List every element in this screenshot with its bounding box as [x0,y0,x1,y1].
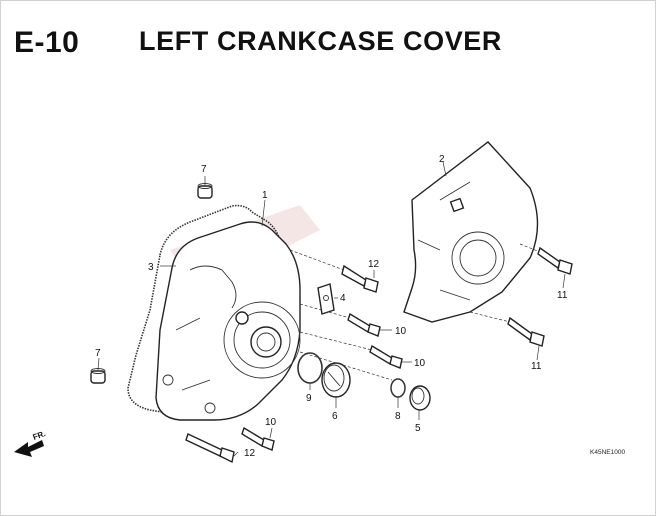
callout-8: 8 [395,411,401,422]
bolt-11-lower [469,311,545,347]
front-direction-label: FR. [32,429,47,442]
section-code: E-10 [14,26,80,59]
diagram-reference-code: K45NE1000 [590,449,625,456]
front-direction-arrow-icon: FR. [14,429,47,457]
bolt-10-lower [241,426,275,451]
callout-4: 4 [340,293,346,304]
leader-lines [97,161,566,457]
page-title: LEFT CRANKCASE COVER [139,26,503,56]
hole-cap-large [321,362,351,398]
callout-7-upper: 7 [201,164,207,175]
callout-12-lower: 12 [244,448,256,459]
callout-10-upper: 10 [395,326,407,337]
bolt-12-upper [289,249,379,293]
bolt-10-middle [299,331,403,369]
callout-10-middle: 10 [414,358,426,369]
callout-9: 9 [306,393,312,404]
callout-6: 6 [332,411,338,422]
sprocket-cover-part [403,141,539,323]
callout-1: 1 [262,190,268,201]
callout-12-upper: 12 [368,259,380,270]
callout-3: 3 [148,262,154,273]
o-ring-large [297,352,323,384]
callout-11-upper: 11 [557,290,568,301]
dowel-pin-lower [90,368,106,384]
callout-2: 2 [439,154,445,165]
callout-5: 5 [415,423,421,434]
callout-11-lower: 11 [531,361,542,372]
hole-cap-small [409,385,431,411]
callout-10-lower: 10 [265,417,277,428]
bolt-10-upper [299,303,381,337]
o-ring-small [390,378,406,398]
clamp-part [317,283,335,315]
crankcase-cover-part [155,221,301,421]
bolt-12-lower [185,433,235,464]
bolt-11-upper [519,243,573,275]
callout-7-lower: 7 [95,348,101,359]
